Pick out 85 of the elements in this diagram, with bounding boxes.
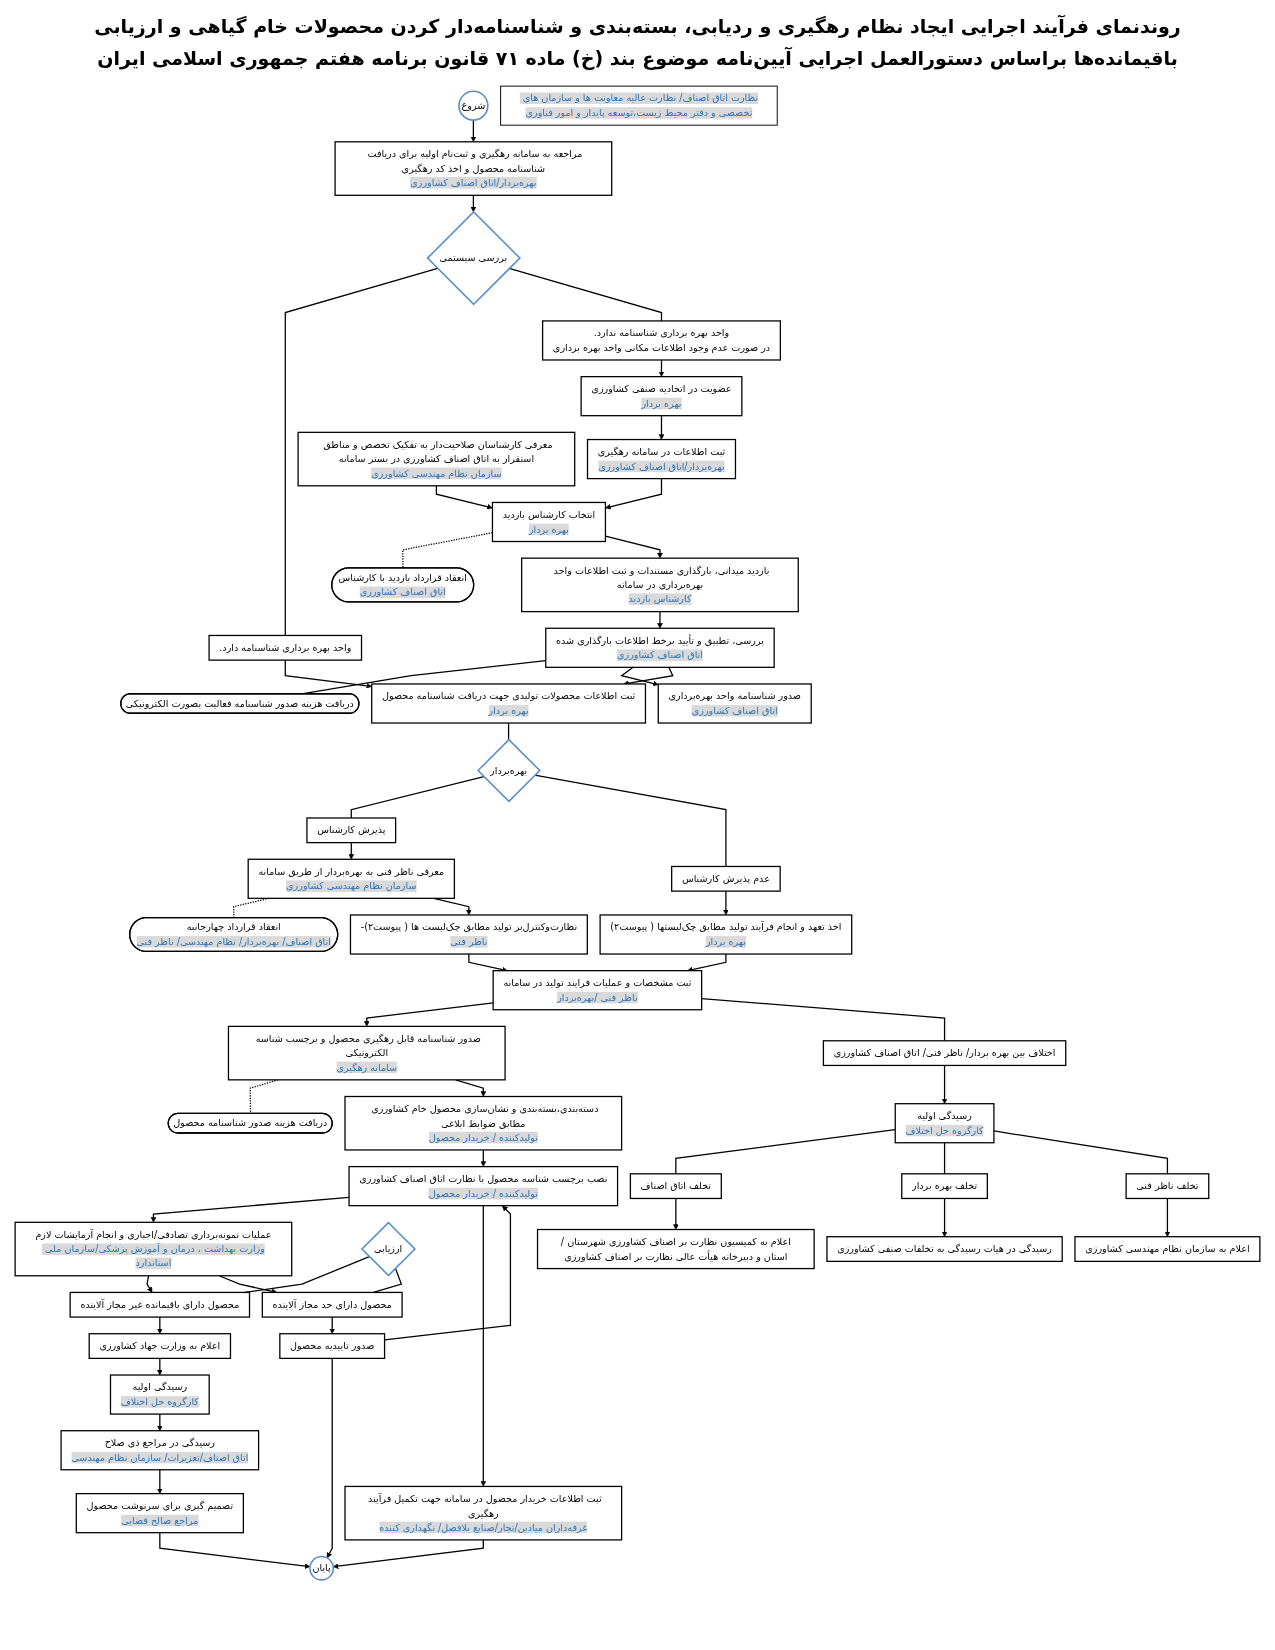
diagram-title: روندنمای فرآیند اجرایی ایجاد نظام رهگیری و ردیابی، بسته‌بندی و شناسنامه‌دار کردن محصولات خام گیاهی و ارزیابی باقیمانده‌ها براساس دستورالعمل اجرایی آیین‌نامه موضوع بند (خ) ماده ۷۱ قانون برنامه هفتم جمهوری اسلامی ایران [93,14,1182,72]
node-box: دسته‌بندی،بسته‌بندی و نشان‌سازی محصول خام کشاورزی مطابق ضوابط ابلاغی تولیدکننده / خریدار محصول [344,1095,623,1151]
arrow [480,1148,487,1167]
node-box: تخلف بهره بردار [901,1172,988,1199]
node-box: نصب برچسب شناسه محصول با نظارت اتاق اصناف کشاورزی تولیدکننده / خریدار محصول [348,1165,619,1206]
node-box: بررسی، تطبیق و تأیید برخط اطلاعات بارگذاری شده اتاق اصناف کشاورزی [545,627,775,668]
arrow [284,659,372,689]
node-box: بازدید میدانی، بارگذاری مستندات و ثبت اطلاعات واحد بهره‌برداری در سامانه کارشناس بازدید [521,557,799,612]
node-box: مراجعه به سامانه رهگیری و ثبت‌نام اولیه برای دریافت شناسنامه محصول و اخذ کد رهگیری بهره‌بردار/اتاق اصناف کشاورزی [334,140,613,196]
node-box: تصمیم گیری برای سرنوشت محصول مراجع صالح قضایی [75,1492,244,1533]
arrow [470,194,477,212]
arrow [159,1531,311,1569]
arrow [723,890,729,915]
node-diamond: ارزیابی [360,1221,417,1277]
arrow [363,1001,494,1027]
arrow [480,1204,487,1487]
node-box: اعلام به کمیسیون نظارت بر اصناف کشاورزی شهرستان /استان و دبیرخانه هیأت عالی نظارت بر اصناف کشاورزی [536,1228,815,1269]
arrow [348,841,355,860]
arrow [332,1538,484,1569]
arrow [157,1468,163,1494]
node-box: اخذ تعهد و انجام فرآیند تولید مطابق چک‌لیستها ( پیوست۲) بهره بردار [599,913,853,955]
arrow [941,1064,948,1104]
node-box: صدور تاییدیه محصول [279,1332,386,1359]
connector [534,774,727,867]
node-box: عضویت در اتحادیه صنفی کشاورزی بهره بردار [580,375,743,416]
arrow [157,1357,163,1375]
node-box: محصول دارای حد مجاز آلاینده [261,1291,403,1318]
arrow [658,414,665,440]
node-box: معرفی کارشناسان صلاحیت‌دار به تفکیک تخصص و مناطق استقرار به اتاق اصناف کشاورزی در بستر سامانه سازمان نظام مهندسی کشاورزی [297,431,576,487]
node-circle: پایان [309,1555,335,1581]
connector [508,267,663,322]
node-box: عدم پذیرش کارشناس [671,865,781,892]
arrow [658,358,665,377]
arrow [455,1078,487,1097]
arrow [157,1316,163,1334]
connector [284,267,439,636]
arrow [146,1274,153,1293]
node-box: پذیرش کارشناس [306,816,397,843]
arrow [941,1197,948,1237]
arrow [1164,1197,1171,1237]
arrow [218,1274,278,1294]
arrow [605,477,663,510]
node-box: عملیات نمونه‌برداری تصادفی/اجباری و انجام آزمایشات لازم وزارت بهداشت ، درمان و آموزش پزشکی/سازمان ملی استاندارد [14,1221,293,1276]
node-box: واحد بهره برداری شناسنامه ندارد. در صورت عدم وجود اطلاعات مکانی واحد بهره برداری [542,319,781,361]
arrow [687,953,727,972]
node-box: محصول دارای باقیمانده غیر مجاز آلاینده [69,1291,251,1318]
node-box: ثبت مشخصات و عملیات فرایند تولید در سامانه ناظر فنی /بهره‌بردار [492,969,703,1010]
node-box: اعلام به وزارت جهاد کشاورزی [88,1332,232,1359]
arrow [326,1357,333,1558]
connector [701,997,946,1042]
node-diamond: بررسی سیستمی [426,210,521,305]
node-box: صدور شناسنامه قابل رهگیری محصول و برچسب شناسه الکترونیکی سامانه رهگیری [227,1025,506,1081]
arrow [620,666,659,686]
arrow [157,1413,163,1431]
node-box: صدور شناسنامه واحد بهره‌برداری اتاق اصناف کشاورزی [657,682,812,724]
node-box: واحد بهره برداری شناسنامه دارد. [208,634,363,661]
arrow [435,484,493,510]
node-box: اعلام به سازمان نظام مهندسی کشاورزی [1074,1235,1261,1262]
arrow [150,1196,350,1223]
connector [675,1128,896,1175]
node-diamond: بهره‌بردار [476,738,541,803]
node-circle: شروع [458,90,489,121]
node-box: نظارت‌وکنترل‌بر تولید مطابق چک‌لیست ها ( پیوست۲)- ناظر فنی [349,913,588,955]
node-box: اختلاف بین بهره بردار/ ناظر فنی/ اتاق اصناف کشاورزی [822,1039,1067,1066]
arrow [329,1316,335,1334]
arrow [468,953,508,972]
node-box: تخلف اتاق اصناف [629,1172,722,1199]
node-box: ثبت اطلاعات در سامانه رهگیری بهره‌بردار/اتاق اصناف کشاورزی [586,438,737,479]
node-box: تخلف ناظر فنی [1125,1172,1210,1199]
node-box: رسیدگی اولیه کارگروه حل اختلاف [894,1102,995,1143]
node-box: نظارت اتاق اصناف/ نظارت عالیه معاونت ها و سازمان های تخصصی و دفتر محیط زیست،توسعه پایدار و امور فناوری [500,85,778,126]
connector [350,775,485,819]
arrow [470,119,477,142]
arrow [657,610,663,629]
node-box: رسیدگی در هیات رسیدگی به تخلفات صنفی کشاورزی [826,1235,1063,1262]
arrow [673,1197,679,1230]
node-box: انتخاب کارشناس بازدید بهره بردار [491,501,607,542]
node-box: ثبت اطلاعات محصولات تولیدی جهت دریافت شناسنامه محصول بهره بردار [371,682,647,724]
node-box: ثبت اطلاعات خریدار محصول در سامانه جهت تکمیل فرآیند رهگیری غرفه‌داران میادین/تجار/صنایع بلافصل/ نگهداری کننده [344,1485,623,1541]
connector [993,1129,1169,1175]
node-box: معرفی ناظر فنی به بهره‌بردار از طریق سامانه سازمان نظام مهندسی کشاورزی [247,858,455,899]
connector [943,1141,946,1175]
node-box: رسیدگی اولیه کارگروه حل اختلاف [109,1373,210,1415]
node-box: رسیدگی در مراجع ذی صلاح اتاق اصناف/تعزیرات/ سازمان نظام مهندسی [60,1429,260,1471]
arrow [433,897,472,915]
